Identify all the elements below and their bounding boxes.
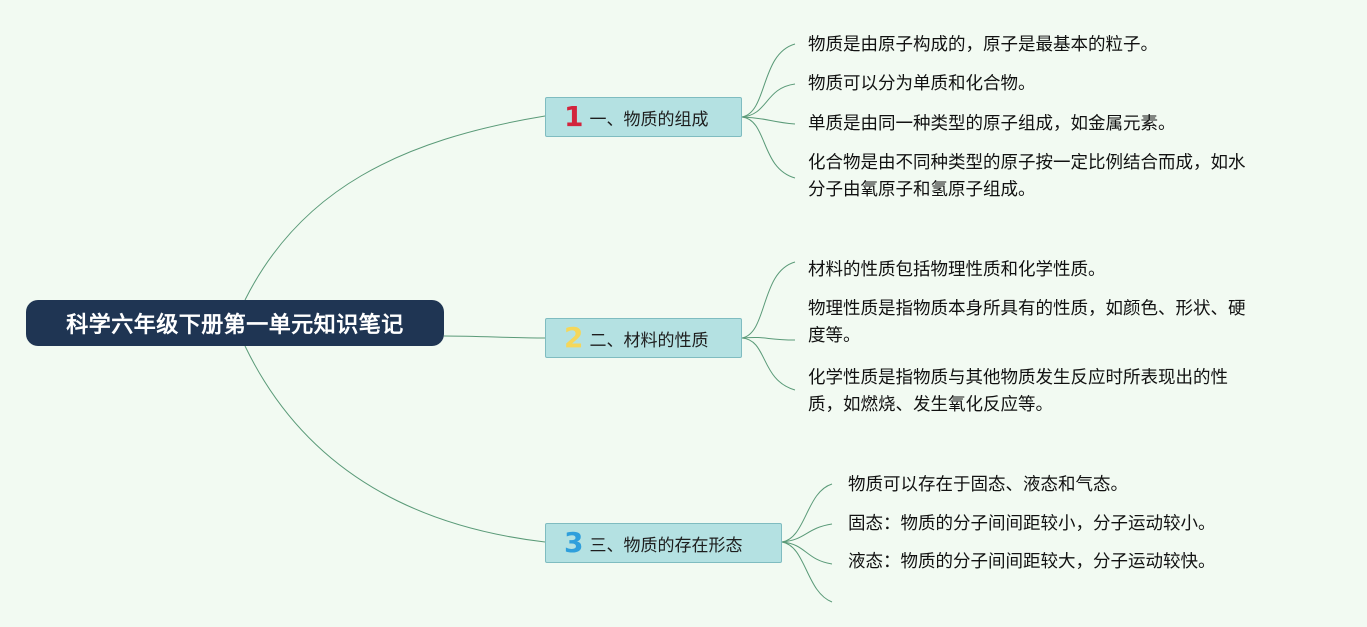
leaf-text: 物质是由原子构成的，原子是最基本的粒子。 bbox=[808, 35, 1158, 55]
branch-1-to-leaf-2-line bbox=[741, 83, 796, 118]
branch-3-to-leaf-1-line bbox=[781, 483, 833, 543]
leaf-text: 化合物是由不同种类型的原子按一定比例结合而成，如水 bbox=[808, 153, 1246, 173]
leaf-node[interactable]: 物质是由原子构成的，原子是最基本的粒子。 bbox=[808, 32, 1158, 59]
root-to-branch-2-line bbox=[443, 335, 546, 339]
branch-label-2: 二、材料的性质 bbox=[589, 330, 709, 351]
branch-label-1: 一、物质的组成 bbox=[589, 109, 709, 130]
branch-2-to-leaf-3-line bbox=[741, 337, 796, 391]
leaf-text: 质，如燃烧、发生氧化反应等。 bbox=[808, 395, 1053, 415]
branch-number-1: 1 bbox=[564, 100, 584, 133]
root-to-branch-3-line bbox=[244, 345, 546, 543]
leaf-text: 材料的性质包括物理性质和化学性质。 bbox=[808, 260, 1106, 280]
branch-1-to-leaf-1-line bbox=[741, 43, 796, 118]
branch-2-to-leaf-2-line bbox=[741, 336, 796, 341]
leaf-node[interactable]: 物质可以分为单质和化合物。 bbox=[808, 71, 1036, 98]
root-to-branch-1-line bbox=[244, 115, 546, 301]
branch-number-2: 2 bbox=[564, 321, 584, 354]
leaf-text: 物质可以存在于固态、液态和气态。 bbox=[848, 475, 1128, 495]
branch-number-3: 3 bbox=[564, 526, 584, 559]
branch-node-3[interactable]: 3 三、物质的存在形态 bbox=[545, 523, 782, 563]
leaf-text: 固态：物质的分子间间距较小，分子运动较小。 bbox=[848, 514, 1216, 534]
leaf-text: 物理性质是指物质本身所具有的性质，如颜色、形状、硬 bbox=[808, 299, 1246, 319]
branch-1-to-leaf-3-line bbox=[741, 116, 796, 125]
root-title: 科学六年级下册第一单元知识笔记 bbox=[66, 313, 404, 338]
leaf-node[interactable]: 液态：物质的分子间间距较大，分子运动较快。 bbox=[848, 549, 1216, 576]
branch-node-1[interactable]: 1 一、物质的组成 bbox=[545, 97, 742, 137]
branch-2-to-leaf-1-line bbox=[741, 261, 796, 339]
leaf-text: 物质可以分为单质和化合物。 bbox=[808, 74, 1036, 94]
branch-label-3: 三、物质的存在形态 bbox=[589, 535, 743, 556]
leaf-node[interactable]: 化学性质是指物质与其他物质发生反应时所表现出的性 质，如燃烧、发生氧化反应等。 bbox=[808, 365, 1228, 419]
leaf-text: 单质是由同一种类型的原子组成，如金属元素。 bbox=[808, 114, 1176, 134]
leaf-text: 度等。 bbox=[808, 326, 861, 346]
leaf-text: 液态：物质的分子间间距较大，分子运动较快。 bbox=[848, 552, 1216, 572]
leaf-node[interactable]: 物质可以存在于固态、液态和气态。 bbox=[848, 472, 1128, 499]
branch-3-to-leaf-4-line bbox=[781, 541, 833, 603]
leaf-node[interactable]: 化合物是由不同种类型的原子按一定比例结合而成，如水 分子由氧原子和氢原子组成。 bbox=[808, 150, 1246, 204]
leaf-node[interactable]: 单质是由同一种类型的原子组成，如金属元素。 bbox=[808, 111, 1176, 138]
leaf-node[interactable]: 材料的性质包括物理性质和化学性质。 bbox=[808, 257, 1106, 284]
branch-3-to-leaf-3-line bbox=[781, 541, 833, 565]
leaf-text: 化学性质是指物质与其他物质发生反应时所表现出的性 bbox=[808, 368, 1228, 388]
branch-1-to-leaf-4-line bbox=[741, 116, 796, 179]
leaf-node[interactable]: 物理性质是指物质本身所具有的性质，如颜色、形状、硬 度等。 bbox=[808, 296, 1246, 350]
branch-node-2[interactable]: 2 二、材料的性质 bbox=[545, 318, 742, 358]
root-node[interactable]: 科学六年级下册第一单元知识笔记 bbox=[26, 300, 444, 346]
leaf-text: 分子由氧原子和氢原子组成。 bbox=[808, 180, 1036, 200]
branch-3-to-leaf-2-line bbox=[781, 523, 833, 543]
leaf-node[interactable]: 固态：物质的分子间间距较小，分子运动较小。 bbox=[848, 511, 1216, 538]
